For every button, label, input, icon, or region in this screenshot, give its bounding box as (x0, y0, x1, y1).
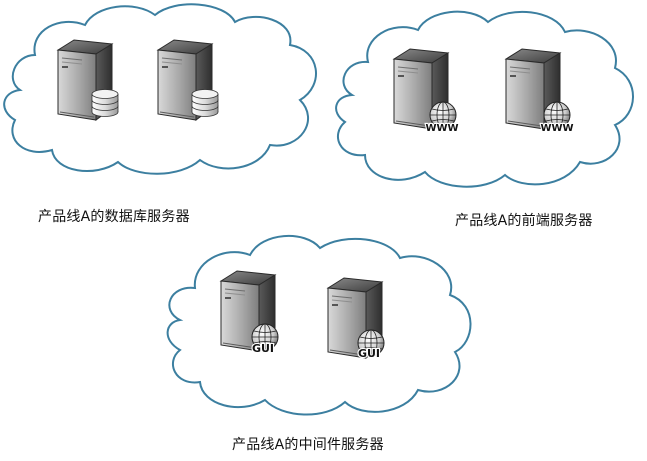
database-server-1 (57, 39, 119, 121)
gui-server-1: GUI (220, 270, 279, 356)
cloud-frontend (335, 10, 634, 188)
database-icon (91, 89, 119, 117)
gui-server-2: GUI (327, 277, 385, 361)
frontend-group-label: 产品线A的前端服务器 (455, 213, 593, 229)
web-server-2: WWW (505, 48, 575, 135)
web-server-1: WWW (393, 48, 460, 135)
database-server-2 (157, 39, 219, 121)
cloud-middleware (166, 235, 472, 416)
database-group-label: 产品线A的数据库服务器 (38, 209, 190, 225)
gui-badge: GUI (252, 342, 274, 355)
www-badge: WWW (540, 123, 573, 134)
gui-badge: GUI (358, 347, 380, 360)
middleware-group-label: 产品线A的中间件服务器 (232, 437, 384, 453)
database-icon (191, 89, 219, 117)
www-badge: WWW (425, 123, 458, 134)
